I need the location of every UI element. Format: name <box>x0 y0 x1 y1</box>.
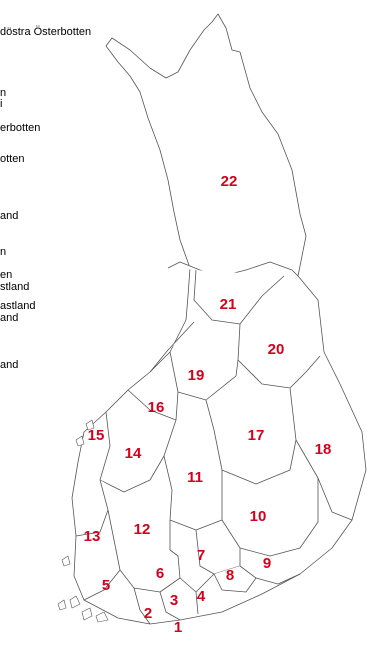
region-number-11: 11 <box>187 469 203 486</box>
archipelago <box>57 419 109 623</box>
region-5-border <box>83 569 121 601</box>
region-number-4: 4 <box>197 588 206 605</box>
region-number-2: 2 <box>144 605 152 622</box>
side-label: and <box>0 359 19 371</box>
region-number-12: 12 <box>134 521 151 538</box>
region-2-border <box>133 587 151 625</box>
region-number-19: 19 <box>188 367 205 384</box>
region-21-border <box>193 269 285 325</box>
side-label: n <box>0 87 7 99</box>
region-number-18: 18 <box>315 441 332 458</box>
side-label: otten <box>0 153 25 165</box>
region-number-21: 21 <box>220 296 237 313</box>
region-number-13: 13 <box>84 528 101 545</box>
region-number-6: 6 <box>156 565 164 582</box>
region-16-border <box>127 389 179 421</box>
region-number-20: 20 <box>268 341 285 358</box>
region-number-8: 8 <box>226 567 234 584</box>
region-number-10: 10 <box>250 508 267 525</box>
region-13-border <box>75 509 109 537</box>
region-number-16: 16 <box>148 399 165 416</box>
region-number-1: 1 <box>174 619 182 636</box>
region-10-border <box>221 478 319 557</box>
region-number-3: 3 <box>170 592 178 609</box>
region-4-border <box>179 573 215 615</box>
side-label: astland <box>0 300 36 312</box>
side-label: n <box>0 246 7 258</box>
side-label: stland <box>0 281 30 293</box>
side-label: en <box>0 269 13 281</box>
side-label: and <box>0 312 19 324</box>
region-number-9: 9 <box>263 555 271 572</box>
region-number-7: 7 <box>197 547 205 564</box>
region-9-border <box>255 573 301 585</box>
region-number-5: 5 <box>102 577 110 594</box>
side-label: döstra Österbotten <box>0 26 92 38</box>
region-number-22: 22 <box>221 173 238 190</box>
side-label: and <box>0 210 19 222</box>
region-20-border <box>237 323 321 389</box>
side-label: erbotten <box>0 122 41 134</box>
region-18-border <box>295 439 353 521</box>
side-label: i <box>0 98 3 110</box>
region-number-17: 17 <box>248 427 265 444</box>
region-8-border <box>213 565 257 593</box>
region-11-border <box>163 455 223 531</box>
region-number-14: 14 <box>125 445 142 462</box>
region-3-border <box>159 591 181 621</box>
region-number-15: 15 <box>88 427 105 444</box>
